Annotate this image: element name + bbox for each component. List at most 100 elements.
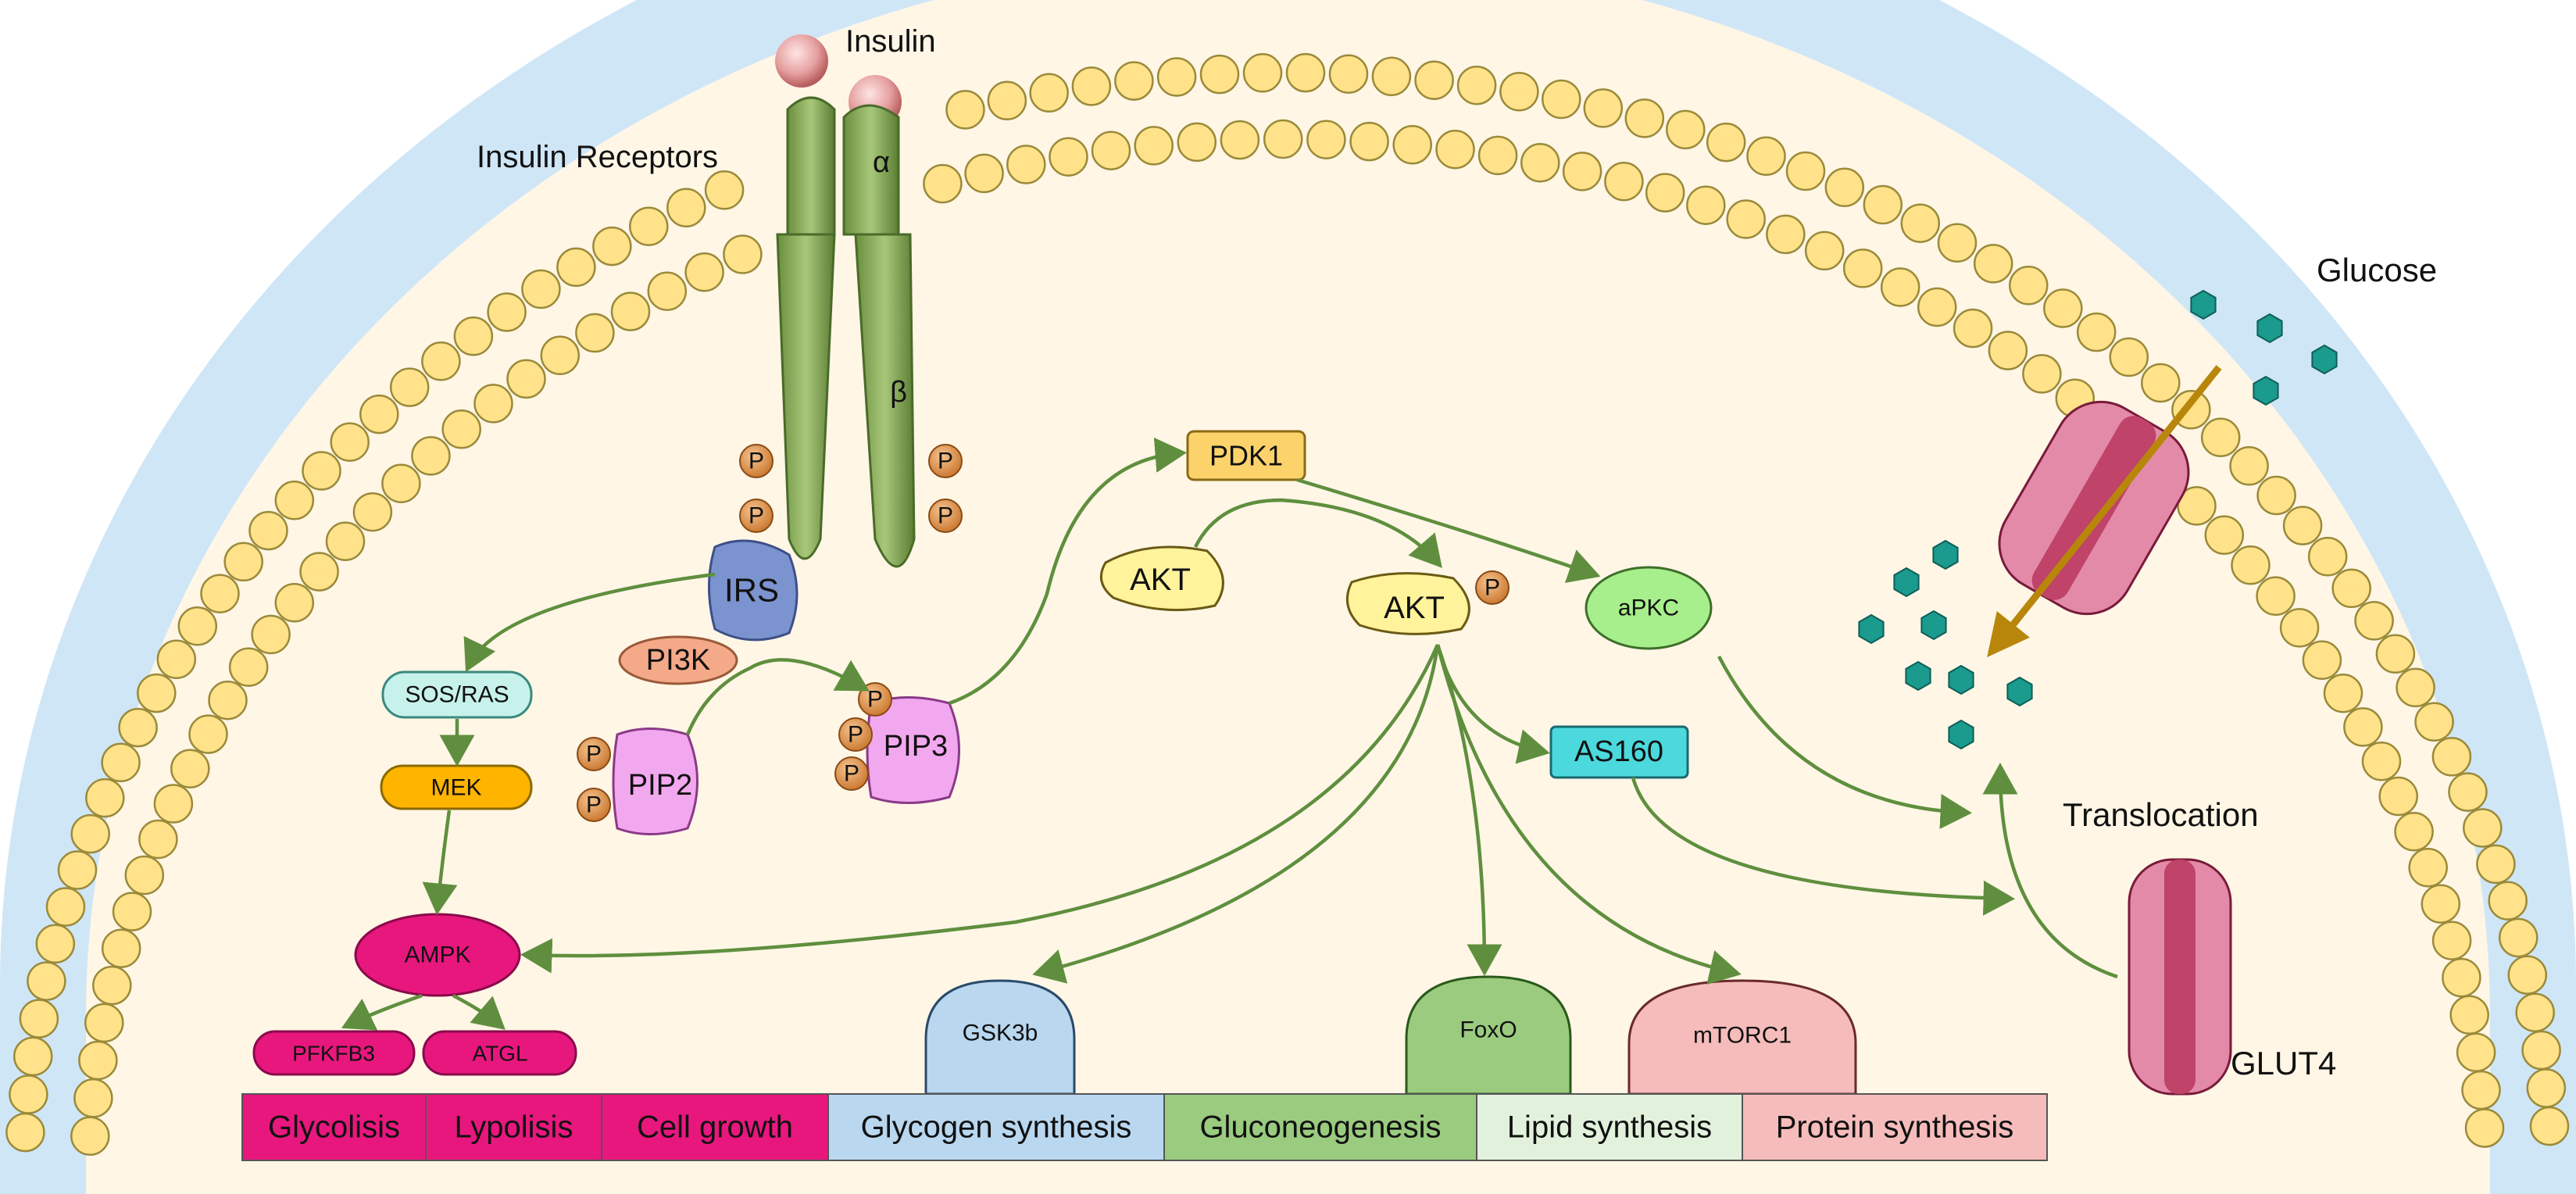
svg-text:FoxO: FoxO xyxy=(1459,1017,1517,1043)
outcome-box xyxy=(1742,1093,2048,1161)
lipid-head xyxy=(1666,109,1706,150)
lipid-head xyxy=(35,924,76,964)
lipid-head xyxy=(1091,130,1131,170)
lipid-head xyxy=(723,234,763,274)
pip2-node: PIP2 xyxy=(612,727,698,835)
lipid-head xyxy=(2231,545,2271,585)
glucose-molecule xyxy=(2311,344,2338,375)
lipid-head xyxy=(1973,244,2013,284)
lipid-head xyxy=(2323,673,2363,713)
lipid-head xyxy=(1006,145,1046,184)
lipid-head xyxy=(2141,363,2181,403)
lipid-head xyxy=(352,492,393,532)
phosphate-group: P xyxy=(577,737,611,771)
lipid-head xyxy=(2361,742,2402,781)
outcome-label: Gluconeogenesis xyxy=(1199,1110,1441,1145)
lipid-head xyxy=(2378,776,2418,817)
lipid-head xyxy=(411,436,451,476)
glucose-molecule xyxy=(1932,539,1959,570)
lipid-head xyxy=(2529,1106,2570,1146)
lipid-head xyxy=(1049,137,1088,177)
lipid-head xyxy=(453,316,494,356)
lipid-head xyxy=(1156,57,1197,97)
glucose-molecule xyxy=(2253,375,2279,406)
svg-text:aPKC: aPKC xyxy=(1618,595,1679,621)
outcome-label: Glycogen synthesis xyxy=(861,1110,1132,1145)
phosphate-group: P xyxy=(1475,570,1510,605)
outcome-box xyxy=(1476,1093,1743,1161)
lipid-head xyxy=(2229,446,2269,486)
svg-text:SOS/RAS: SOS/RAS xyxy=(405,682,509,708)
svg-text:P: P xyxy=(586,742,602,767)
lipid-head xyxy=(1746,136,1786,177)
glucose-molecule xyxy=(2006,676,2033,707)
lipid-head xyxy=(1199,54,1240,95)
lipid-head xyxy=(2256,475,2296,516)
lipid-head xyxy=(101,742,141,783)
lipid-head xyxy=(112,892,152,931)
lipid-head xyxy=(188,714,228,754)
lipid-head xyxy=(73,1078,113,1118)
lipid-head xyxy=(1583,88,1624,128)
lipid-head xyxy=(2431,921,2472,960)
outcome-label: Lypolisis xyxy=(455,1110,573,1145)
lipid-head xyxy=(2408,848,2448,888)
lipid-head xyxy=(2177,486,2217,526)
arrow-irs-to-sosras xyxy=(463,572,716,673)
lipid-head xyxy=(70,1116,110,1156)
svg-text:PIP2: PIP2 xyxy=(628,769,692,802)
lipid-head xyxy=(2076,312,2117,352)
lipid-head xyxy=(92,965,132,1006)
outcome-box xyxy=(425,1093,602,1161)
lipid-head xyxy=(124,855,165,896)
lipid-head xyxy=(45,887,86,927)
glut4-label: GLUT4 xyxy=(2231,1045,2336,1081)
glucose-import-arrow xyxy=(1987,365,2222,658)
lipid-head xyxy=(647,271,688,311)
insulin-molecule xyxy=(775,34,828,88)
lipid-head xyxy=(1177,122,1217,163)
lipid-head xyxy=(9,1074,48,1114)
pfkfb3-node: PFKFB3 xyxy=(252,1030,416,1076)
lipid-head xyxy=(1863,184,1903,225)
lipid-head xyxy=(473,384,513,424)
outcome-box xyxy=(241,1093,427,1161)
phosphate-group: P xyxy=(928,499,963,533)
glucose-molecule xyxy=(2190,289,2217,320)
lipid-head xyxy=(1499,72,1539,112)
lipid-head xyxy=(153,784,194,824)
lipid-head xyxy=(2354,601,2394,641)
lipid-head xyxy=(1785,151,1826,191)
lipid-head xyxy=(441,409,481,449)
lipid-head xyxy=(78,1040,118,1081)
lipid-head xyxy=(118,707,158,748)
lipid-head xyxy=(251,614,291,655)
arrow-akt-to-ampk xyxy=(520,644,1440,974)
outcome-label: Cell growth xyxy=(637,1110,793,1145)
lipid-head xyxy=(1645,173,1685,213)
lipid-head xyxy=(13,1036,53,1077)
gsk3b-node: GSK3b xyxy=(924,979,1076,1096)
lipid-head xyxy=(137,673,177,713)
lipid-head xyxy=(2009,266,2049,306)
svg-text:P: P xyxy=(848,722,863,748)
lipid-head xyxy=(156,639,197,680)
svg-text:IRS: IRS xyxy=(724,572,779,609)
lipid-head xyxy=(2448,772,2488,812)
lipid-head xyxy=(1824,167,1865,208)
pi3k-node: PI3K xyxy=(618,635,738,685)
insulin-label: Insulin xyxy=(845,24,936,59)
lipid-head xyxy=(987,80,1027,121)
phosphate-group: P xyxy=(739,499,774,533)
outcome-box xyxy=(601,1093,829,1161)
ampk-node: AMPK xyxy=(354,913,521,997)
lipid-head xyxy=(1414,60,1454,100)
lipid-head xyxy=(2414,702,2454,742)
apkc-node: aPKC xyxy=(1585,566,1713,650)
svg-text:PFKFB3: PFKFB3 xyxy=(292,1042,375,1066)
mek-node: MEK xyxy=(380,764,533,810)
arrow-akt-to-gsk3b xyxy=(1032,644,1440,984)
mtorc1-node: mTORC1 xyxy=(1627,979,1857,1096)
lipid-head xyxy=(666,188,706,228)
lipid-head xyxy=(1988,331,2028,370)
